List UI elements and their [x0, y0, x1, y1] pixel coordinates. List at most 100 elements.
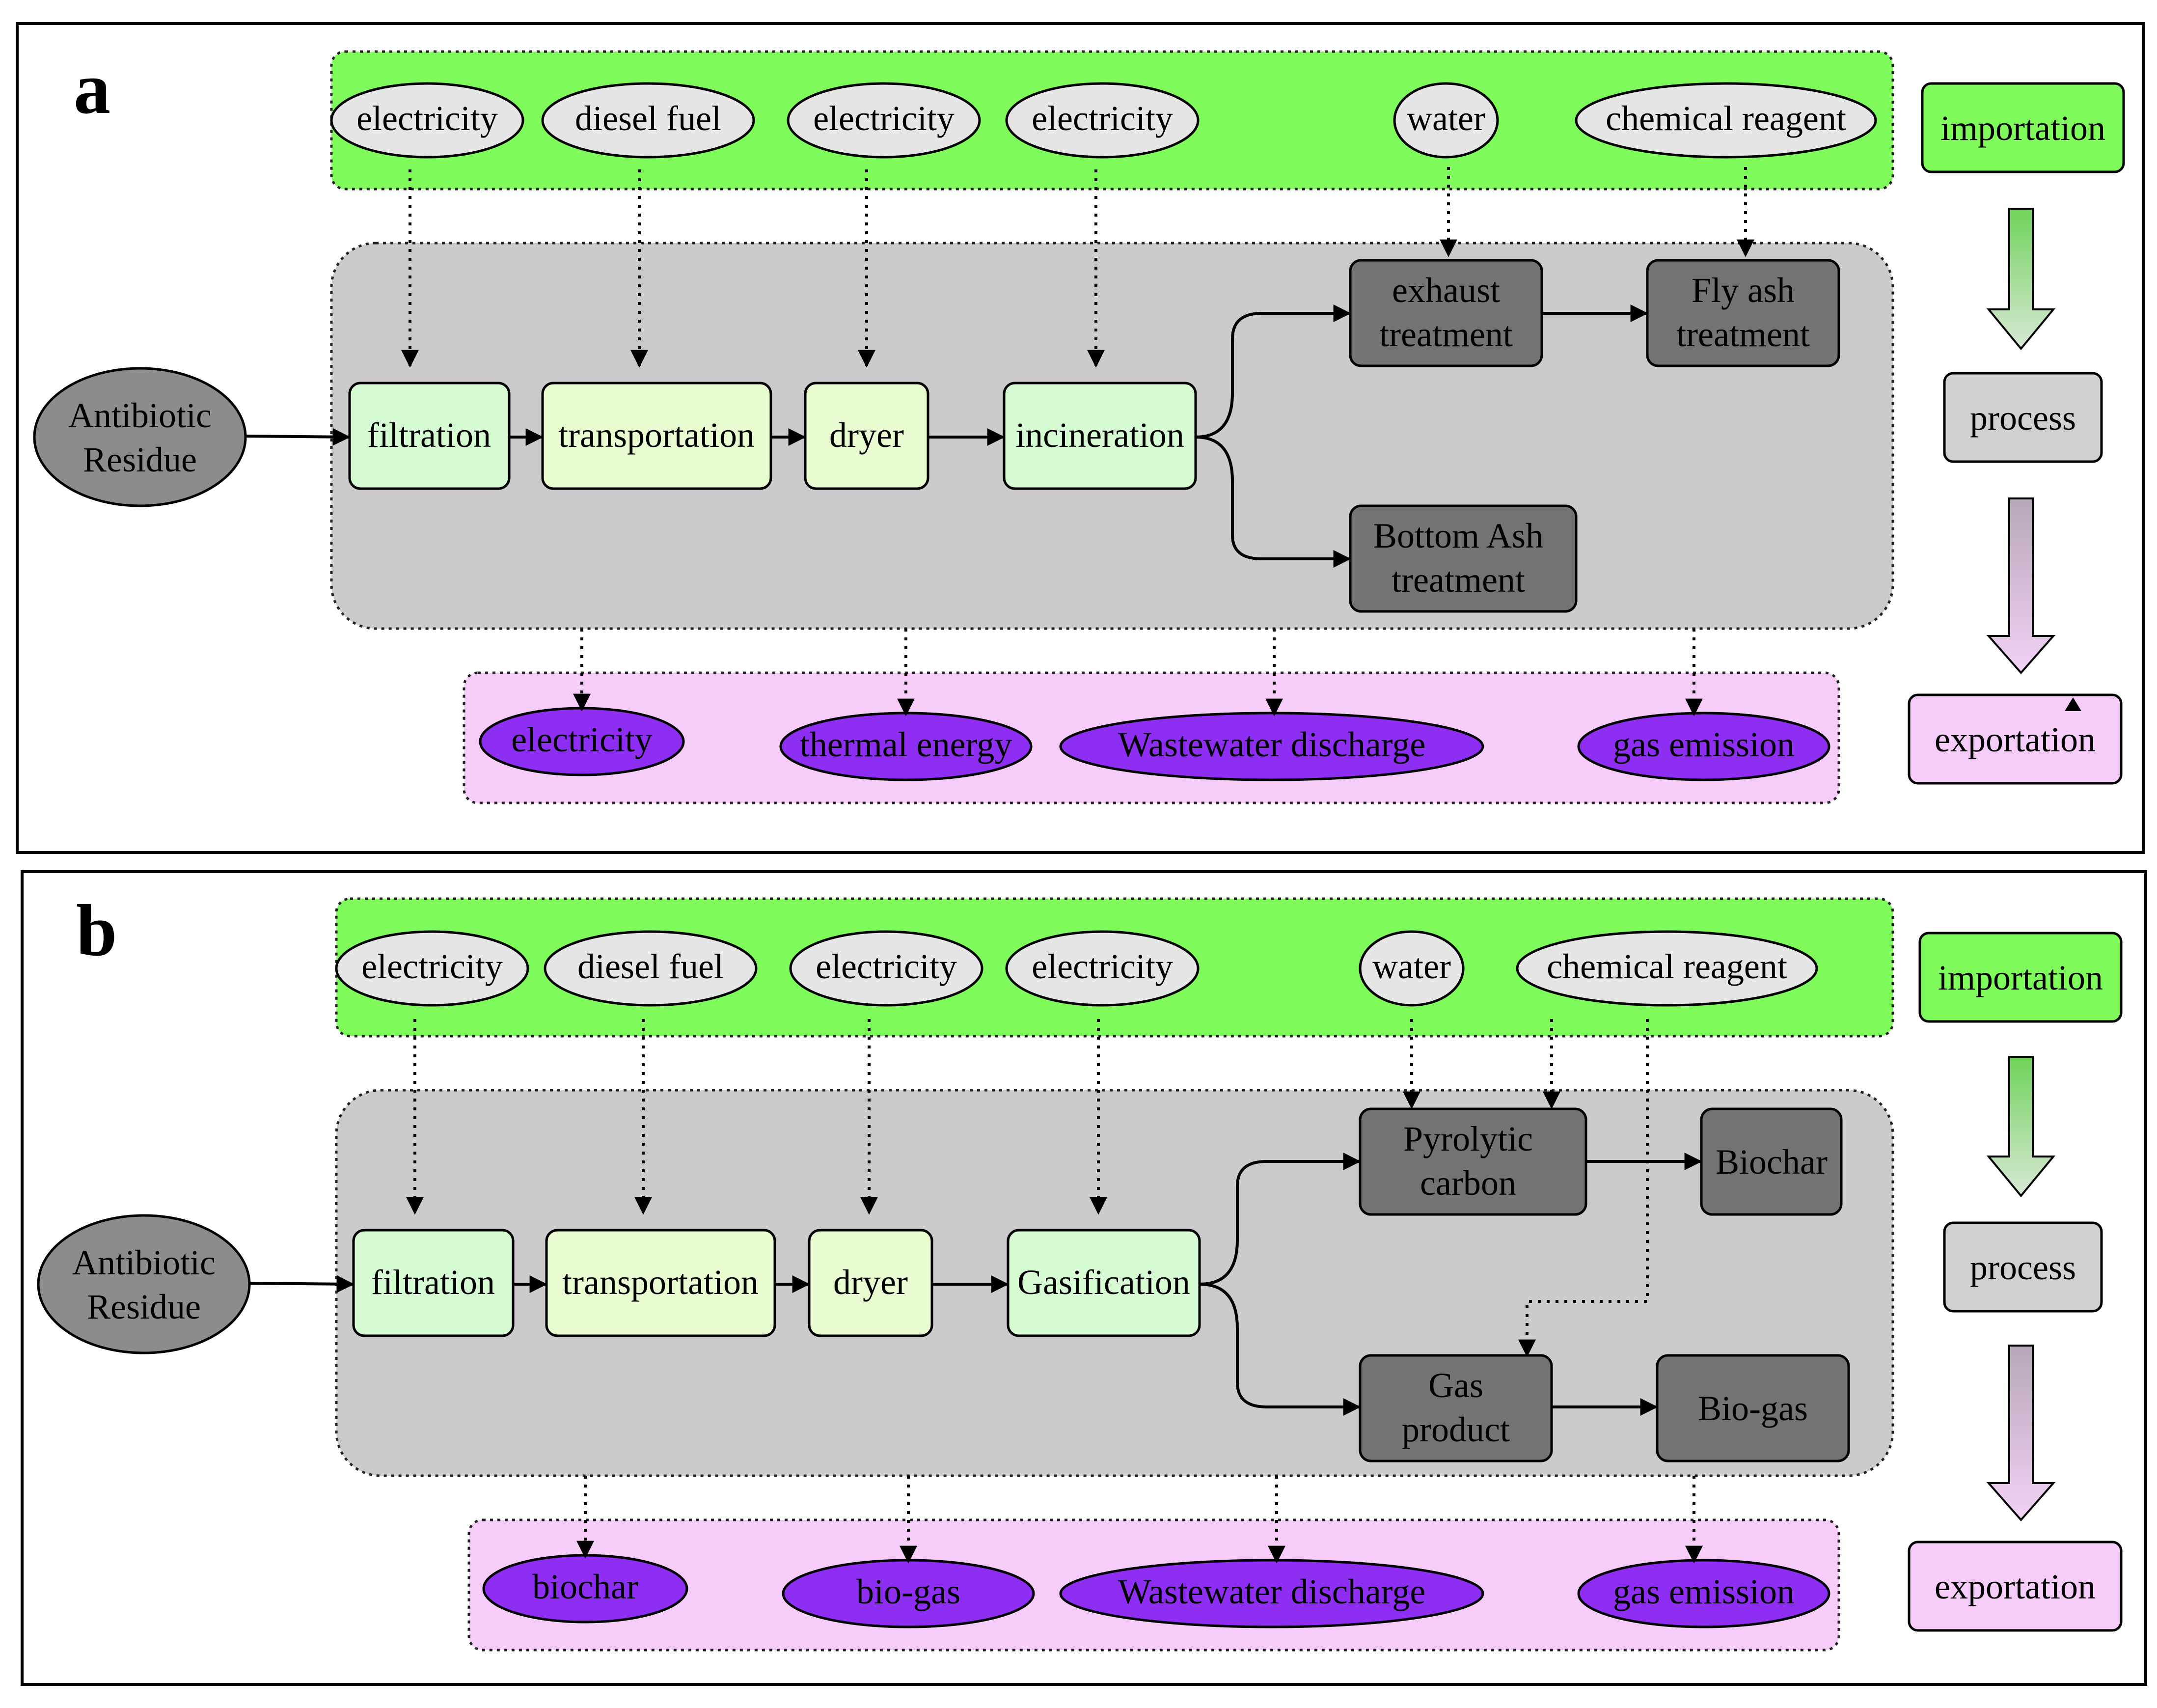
svg-text:electricity: electricity: [356, 99, 498, 138]
svg-text:Residue: Residue: [83, 440, 197, 479]
cursor-arrow-icon: [2065, 697, 2081, 711]
svg-text:bio-gas: bio-gas: [856, 1572, 960, 1611]
input-electricity: electricity: [1005, 930, 1200, 1007]
svg-text:electricity: electricity: [816, 947, 957, 986]
legend-importation: [1918, 932, 2123, 1023]
svg-text:electricity: electricity: [1032, 947, 1173, 986]
output-flow-arrows: [573, 629, 1703, 716]
step-dryer: dryer: [804, 382, 929, 490]
input-electricity: electricity: [335, 930, 529, 1007]
svg-text:chemical reagent: chemical reagent: [1547, 947, 1787, 986]
legend-b: importation process exportation: [1908, 932, 2123, 1632]
input-flow-arrows: [401, 167, 1754, 368]
svg-text:Residue: Residue: [87, 1287, 201, 1326]
svg-text:Antibiotic: Antibiotic: [68, 396, 212, 435]
step-transportation: transportation: [545, 1229, 776, 1337]
output-gas-emission: gas emission: [1577, 712, 1830, 781]
legend-arrow-pink: [1986, 1345, 2056, 1522]
panel-b-letter: b: [76, 890, 117, 971]
input-flow-arrows: [406, 1019, 1649, 1357]
svg-text:product: product: [1402, 1410, 1510, 1449]
svg-text:gas emission: gas emission: [1613, 725, 1795, 764]
antibiotic-residue: Antibiotic Residue: [33, 367, 247, 507]
output-biochar: biochar: [482, 1554, 688, 1624]
svg-text:electricity: electricity: [813, 99, 955, 138]
svg-text:diesel fuel: diesel fuel: [577, 947, 724, 986]
step-gasification: Gasification: [1007, 1229, 1201, 1337]
svg-text:water: water: [1372, 947, 1451, 986]
legend-exportation: [1908, 1541, 2123, 1632]
svg-text:gas emission: gas emission: [1613, 1572, 1795, 1611]
panel-a: a electricity diesel fuel electricity el…: [16, 22, 2145, 854]
svg-text:importation: importation: [1940, 109, 2105, 148]
panel-a-frame: [16, 22, 2145, 854]
output-wastewater-discharge: Wastewater discharge: [1059, 1559, 1484, 1628]
svg-text:Gasification: Gasification: [1017, 1263, 1190, 1302]
svg-text:process: process: [1970, 1248, 2076, 1287]
svg-text:electricity: electricity: [1032, 99, 1173, 138]
input-electricity: electricity: [330, 82, 524, 159]
process-flow-arrows: [249, 1153, 1702, 1416]
legend-arrow-green: [1986, 208, 2056, 351]
svg-text:filtration: filtration: [371, 1263, 495, 1302]
product-bottom-ash-treatment: Bottom Ash treatment: [1349, 504, 1578, 613]
input-chemical-reagent: chemical reagent: [1516, 930, 1818, 1007]
product-fly-ash-treatment: Fly ash treatment: [1646, 259, 1840, 367]
input-water: water: [1359, 930, 1465, 1007]
step-transportation: transportation: [541, 382, 772, 490]
output-bio-gas: bio-gas: [782, 1559, 1035, 1628]
product-biochar: Biochar: [1700, 1107, 1843, 1216]
step-dryer: dryer: [808, 1229, 933, 1337]
input-chemical-reagent: chemical reagent: [1575, 82, 1877, 159]
input-electricity: electricity: [1005, 82, 1200, 159]
product-exhaust-treatment: exhaust treatment: [1349, 259, 1543, 367]
output-flow-arrows: [576, 1476, 1703, 1564]
output-electricity: electricity: [479, 707, 685, 776]
svg-text:transportation: transportation: [558, 415, 755, 455]
legend-arrow-green: [1986, 1056, 2056, 1198]
svg-text:dryer: dryer: [833, 1263, 908, 1302]
svg-text:Bottom Ash: Bottom Ash: [1373, 516, 1543, 555]
product-gas-product: Gas product: [1359, 1354, 1553, 1462]
svg-text:dryer: dryer: [829, 415, 904, 455]
legend-arrow-pink: [1986, 497, 2056, 675]
svg-text:exportation: exportation: [1935, 720, 2096, 759]
output-wastewater-discharge: Wastewater discharge: [1059, 712, 1484, 781]
svg-text:electricity: electricity: [361, 947, 503, 986]
svg-text:treatment: treatment: [1379, 315, 1513, 354]
input-electricity: electricity: [787, 82, 981, 159]
step-filtration: filtration: [352, 1229, 515, 1337]
svg-text:treatment: treatment: [1392, 560, 1525, 600]
input-electricity: electricity: [789, 930, 983, 1007]
product-pyrolytic-carbon: Pyrolytic carbon: [1359, 1107, 1587, 1216]
svg-text:electricity: electricity: [511, 720, 653, 759]
input-water: water: [1393, 82, 1499, 159]
input-diesel-fuel: diesel fuel: [544, 930, 758, 1007]
svg-text:exportation: exportation: [1935, 1567, 2096, 1606]
svg-text:importation: importation: [1938, 958, 2103, 997]
svg-text:Antibiotic: Antibiotic: [72, 1243, 216, 1282]
product-bio-gas: Bio-gas: [1656, 1354, 1850, 1462]
legend-process: [1943, 1221, 2103, 1313]
legend-process: [1943, 372, 2103, 463]
svg-text:process: process: [1970, 398, 2076, 438]
svg-text:Wastewater discharge: Wastewater discharge: [1118, 1572, 1426, 1611]
svg-text:Wastewater discharge: Wastewater discharge: [1118, 725, 1426, 764]
panel-b: b electricity diesel fuel electricity el…: [21, 870, 2147, 1686]
svg-text:incineration: incineration: [1015, 415, 1184, 455]
svg-text:Biochar: Biochar: [1716, 1142, 1828, 1182]
process-flow-arrows: [245, 304, 1648, 568]
step-incineration: incineration: [1003, 382, 1197, 490]
svg-text:Fly ash: Fly ash: [1692, 271, 1795, 310]
svg-text:treatment: treatment: [1676, 315, 1810, 354]
legend-exportation: [1908, 693, 2123, 785]
panel-b-frame: [21, 870, 2147, 1686]
antibiotic-residue: Antibiotic Residue: [37, 1214, 251, 1354]
step-filtration: filtration: [348, 382, 511, 490]
svg-text:exhaust: exhaust: [1392, 271, 1500, 310]
svg-text:diesel fuel: diesel fuel: [575, 99, 721, 138]
svg-text:biochar: biochar: [532, 1567, 638, 1606]
svg-text:carbon: carbon: [1420, 1163, 1516, 1203]
input-diesel-fuel: diesel fuel: [541, 82, 755, 159]
